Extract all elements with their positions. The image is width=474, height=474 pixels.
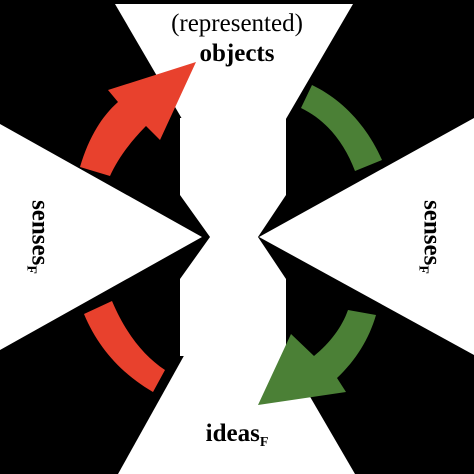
green-arrow-lower <box>258 310 376 405</box>
red-arrow-lower <box>84 301 165 392</box>
red-arrow-upper <box>80 62 196 176</box>
senses-left-subscript: F <box>23 265 39 274</box>
top-triangle <box>115 4 353 208</box>
represented-label: (represented) <box>171 10 303 37</box>
senses-right-text: senses <box>418 200 446 266</box>
senses-right-subscript: F <box>415 265 431 274</box>
green-arrow-upper <box>301 85 382 171</box>
ideas-subscript: F <box>259 435 269 450</box>
senses-right-label: sensesF <box>415 200 446 274</box>
right-triangle <box>259 118 474 355</box>
objects-label: objects <box>199 40 275 67</box>
senses-left-text: senses <box>26 200 54 266</box>
left-triangle <box>0 124 202 350</box>
senses-left-label: sensesF <box>23 200 54 274</box>
central-x-shape <box>180 118 286 356</box>
ideas-text: ideas <box>205 420 260 447</box>
ideas-label: ideasF <box>0 420 474 451</box>
bottom-triangle <box>118 266 355 474</box>
